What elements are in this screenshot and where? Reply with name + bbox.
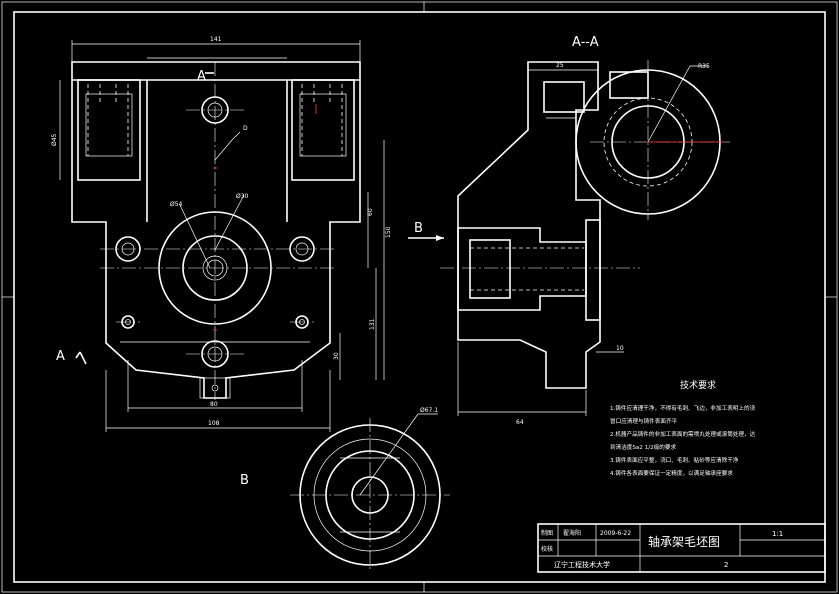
drawn-name: 翟海阳 (563, 529, 581, 537)
sheet-number: 2 (724, 561, 728, 569)
technical-notes: 技术要求 1.铸件应清理干净，不得有毛刺、飞边，非加工表明上的浇 冒口应清理与铸… (610, 379, 756, 477)
dim-o45: Ø45 (51, 133, 58, 146)
dim-25: 25 (556, 62, 564, 69)
section-aa-title: A--A (572, 35, 599, 50)
section-view-aa (408, 60, 730, 416)
title-block (537, 523, 826, 573)
view-b-label: B (240, 473, 249, 488)
dim-10: 10 (616, 345, 624, 352)
view-b-arrow-label: B (414, 221, 423, 236)
drawn-date: 2009-6-22 (600, 530, 631, 537)
dim-131: 131 (369, 318, 376, 330)
notes-title: 技术要求 (680, 379, 716, 391)
check-label: 校核 (541, 545, 553, 553)
dim-o67: Ø67.1 (420, 407, 438, 414)
dim-80: 80 (210, 401, 218, 408)
dim-64: 64 (516, 419, 524, 426)
dim-108: 108 (208, 420, 220, 427)
school-name: 辽宁工程技术大学 (554, 560, 610, 569)
dim-60: 60 (367, 208, 374, 216)
section-a-left-label: A (56, 349, 65, 364)
front-view (59, 40, 385, 432)
dim-o54: Ø54 (170, 201, 183, 208)
dim-150: 150 (385, 226, 392, 238)
dim-d: D (243, 125, 248, 132)
dim-30: 30 (333, 352, 340, 360)
drawing-title: 轴承架毛坯图 (648, 534, 720, 549)
note-line: 冒口应清理与铸件表面齐平 (610, 417, 678, 425)
dim-r35: R35 (698, 63, 710, 70)
note-line: 4.铸件各表面要保证一定精度，以满足轴承座要求 (610, 469, 733, 477)
drawn-label: 制图 (541, 529, 553, 537)
dim-141: 141 (210, 36, 222, 43)
note-line: 3.铸件表面应平整，浇口、毛刺、粘砂等应清除干净 (610, 456, 739, 464)
scale-value: 1:1 (772, 530, 783, 538)
note-line: 到清洁度Sa2 1/2级的要求 (610, 443, 676, 451)
note-line: 2.机器产品铸件的非加工表面的需喷丸处理或滚筒处理，达 (610, 430, 756, 438)
view-b (290, 413, 450, 572)
note-line: 1.铸件应清理干净，不得有毛刺、飞边，非加工表明上的浇 (610, 404, 756, 412)
dim-o30: Ø30 (236, 193, 249, 200)
section-a-top-label: A (197, 69, 206, 84)
